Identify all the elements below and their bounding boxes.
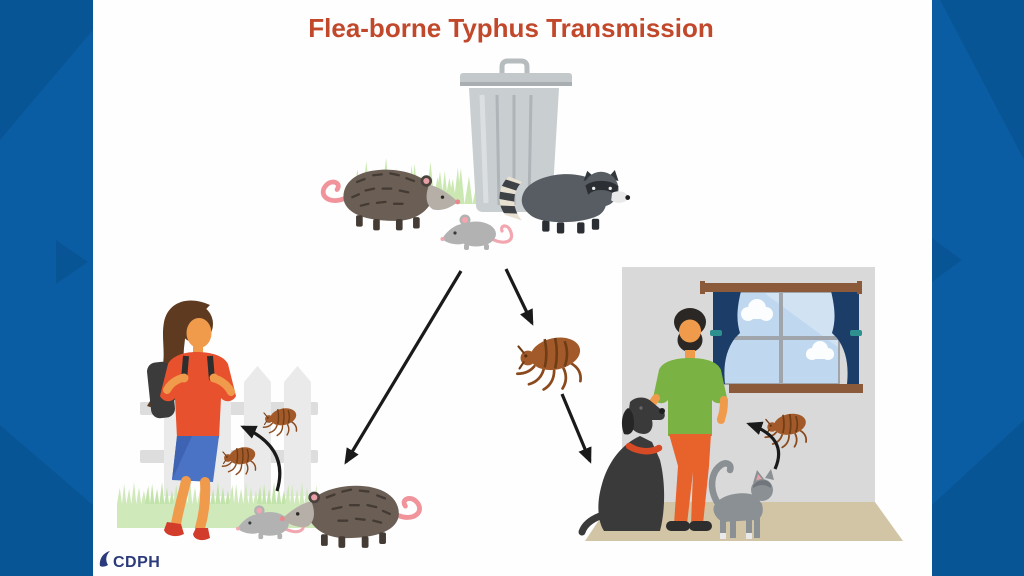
man-icon (642, 308, 728, 531)
cdph-california-icon (99, 551, 110, 567)
woman-icon (147, 300, 236, 541)
arrow-fleas-to-woman (240, 425, 282, 492)
arrow-wildlife-to-outdoor (344, 270, 463, 465)
window-icon (700, 281, 863, 393)
page-title: Flea-borne Typhus Transmission (308, 13, 714, 43)
wildlife-trash-scene (323, 58, 630, 252)
arrow-wildlife-to-flea (504, 268, 534, 326)
cdph-logo-text: CDPH (113, 554, 160, 571)
cat-icon (708, 460, 774, 539)
outdoor-scene (117, 300, 420, 547)
home-scene (578, 267, 903, 541)
cdph-logo: CDPH (99, 551, 160, 571)
left-accent-panel (0, 0, 93, 576)
arrow-flea-to-home (560, 393, 592, 464)
right-accent-panel (932, 0, 1024, 576)
dog-icon (578, 397, 665, 536)
arrow-flea-to-man (746, 421, 781, 470)
room-floor (585, 502, 903, 541)
